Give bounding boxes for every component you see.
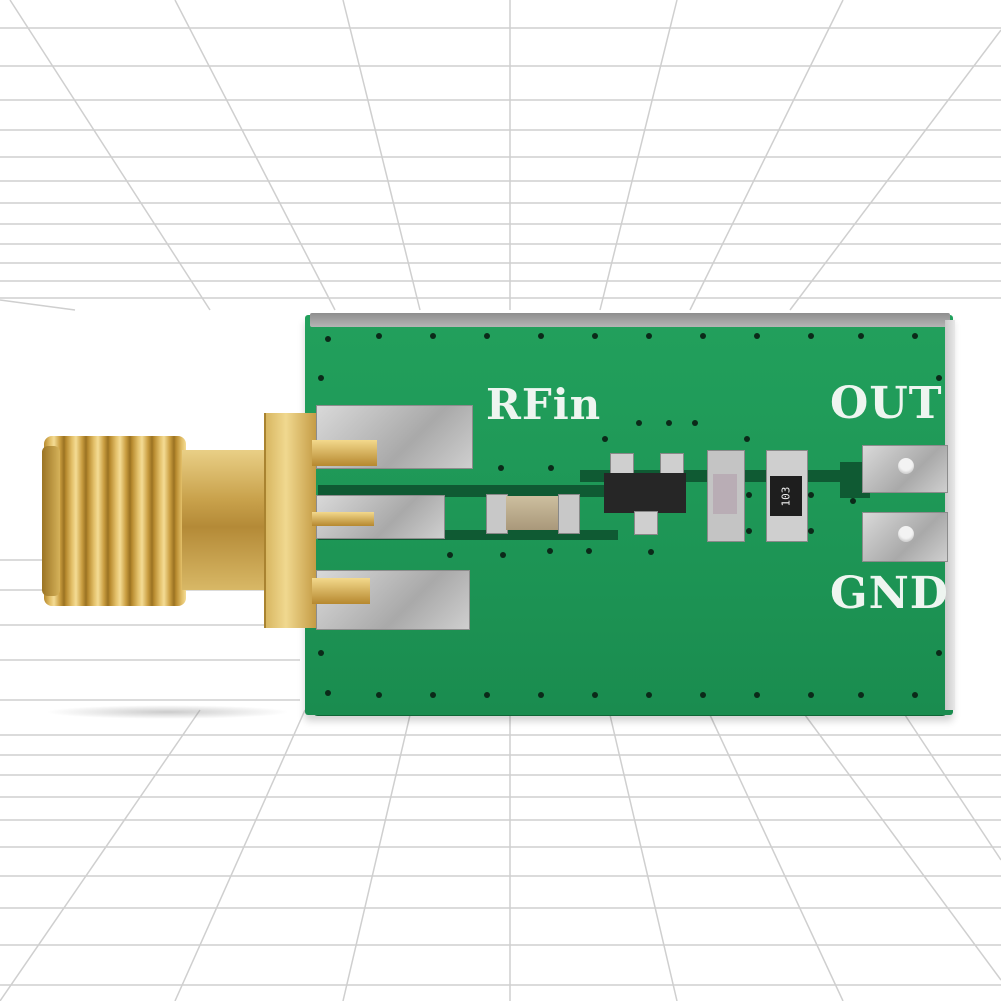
via	[744, 436, 750, 442]
via	[592, 333, 598, 339]
resistor-marking: 103	[779, 486, 793, 506]
via	[692, 420, 698, 426]
sma-ground-leg-top	[312, 440, 377, 466]
via	[447, 552, 453, 558]
sma-ground-leg-bottom	[312, 578, 370, 604]
resistor-r1: 103	[766, 450, 808, 542]
via	[746, 528, 752, 534]
via	[318, 375, 324, 381]
via	[325, 690, 331, 696]
sma-connector-face	[42, 446, 60, 596]
via	[430, 333, 436, 339]
via	[648, 549, 654, 555]
via	[592, 692, 598, 698]
via	[936, 650, 942, 656]
capacitor-c1	[486, 494, 580, 534]
sma-center-pin	[312, 512, 374, 526]
via	[912, 692, 918, 698]
via	[547, 548, 553, 554]
via	[646, 333, 652, 339]
via	[850, 498, 856, 504]
via	[586, 548, 592, 554]
capacitor-c2	[707, 450, 745, 542]
via	[808, 692, 814, 698]
gnd-pad-hole	[898, 526, 914, 542]
via	[430, 692, 436, 698]
via	[548, 465, 554, 471]
label-gnd: GND	[830, 568, 949, 619]
via	[484, 333, 490, 339]
via	[746, 492, 752, 498]
transistor-q1	[600, 453, 690, 535]
via	[666, 420, 672, 426]
via	[498, 465, 504, 471]
sma-connector-flange	[264, 413, 316, 628]
via	[376, 692, 382, 698]
via	[912, 333, 918, 339]
via	[808, 333, 814, 339]
sma-connector-body	[182, 450, 270, 590]
connector-shadow	[45, 705, 290, 719]
via	[646, 692, 652, 698]
signal-trace-main	[318, 485, 608, 497]
via	[636, 420, 642, 426]
pcb-right-edge	[945, 320, 955, 710]
pcb-top-edge	[310, 313, 950, 327]
via	[538, 692, 544, 698]
out-pad-hole	[898, 458, 914, 474]
via	[602, 436, 608, 442]
via	[318, 650, 324, 656]
via	[484, 692, 490, 698]
sma-connector-thread	[44, 436, 186, 606]
via	[700, 692, 706, 698]
via	[754, 692, 760, 698]
via	[700, 333, 706, 339]
label-out: OUT	[830, 378, 943, 429]
via	[376, 333, 382, 339]
via	[500, 552, 506, 558]
via	[808, 492, 814, 498]
via	[858, 692, 864, 698]
signal-trace-lower	[318, 530, 618, 540]
label-rfin: RFin	[486, 380, 602, 429]
via	[808, 528, 814, 534]
via	[754, 333, 760, 339]
via	[538, 333, 544, 339]
via	[325, 336, 331, 342]
via	[858, 333, 864, 339]
via	[936, 375, 942, 381]
